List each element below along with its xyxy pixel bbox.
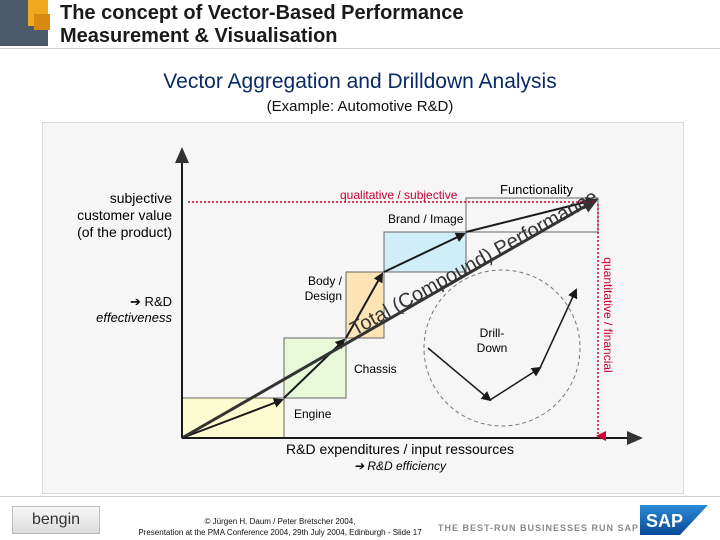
- body-design-line-2: Design: [304, 289, 342, 303]
- rd-effectiveness-line-1: ➔ R&D: [130, 294, 172, 309]
- copyright-line-1: © Jürgen H. Daum / Peter Bretscher 2004,: [204, 517, 356, 526]
- copyright-line-2: Presentation at the PMA Conference 2004,…: [138, 528, 422, 537]
- drill-down-line-1: Drill-: [479, 326, 505, 340]
- sap-logo-text: SAP: [646, 511, 683, 531]
- qualitative-label: qualitative / subjective: [340, 188, 458, 202]
- drill-sub-vector-2: [489, 366, 542, 401]
- header-accent-square-2: [34, 14, 50, 30]
- body-design-line-1: Body /: [307, 274, 342, 288]
- drill-down-label: Drill- Down: [470, 326, 514, 356]
- functionality-label: Functionality: [500, 182, 573, 197]
- subjective-label-line-2: customer value: [77, 207, 172, 223]
- page-title-line-2: Measurement & Visualisation: [60, 25, 338, 47]
- bengin-logo: bengin: [12, 506, 100, 534]
- subjective-label-line-1: subjective: [109, 190, 172, 206]
- engine-label: Engine: [294, 407, 332, 421]
- subjective-label-line-3: (of the product): [77, 224, 172, 240]
- quantitative-label: quantitative / financial: [601, 257, 615, 373]
- drill-down-circle: [423, 269, 581, 427]
- drill-sub-vector-1: [427, 347, 492, 402]
- brand-vector: [383, 232, 466, 273]
- drill-down-line-2: Down: [476, 341, 508, 355]
- sap-tagline: THE BEST-RUN BUSINESSES RUN SAP: [438, 523, 640, 533]
- engine-vector: [181, 398, 284, 439]
- chassis-label: Chassis: [354, 362, 397, 376]
- total-performance-vector: [181, 198, 599, 440]
- sap-logo: SAP: [640, 505, 708, 535]
- rd-effectiveness-line-2: effectiveness: [96, 310, 172, 325]
- body-design-label: Body / Design: [282, 274, 342, 304]
- rd-effectiveness-label: ➔ R&D effectiveness: [60, 294, 172, 326]
- rd-efficiency-label: ➔ R&D efficiency: [353, 459, 447, 473]
- x-axis-label: R&D expenditures / input ressources: [286, 441, 514, 457]
- page-title-line-1: The concept of Vector-Based Performance: [60, 2, 464, 24]
- slide-title: Vector Aggregation and Drilldown Analysi…: [163, 70, 557, 93]
- drill-sub-vector-3: [539, 288, 578, 369]
- page-title: The concept of Vector-Based Performance …: [60, 2, 660, 48]
- functionality-vector: [465, 197, 596, 233]
- header-divider: [0, 48, 720, 49]
- footer-divider: [0, 496, 720, 497]
- body-vector: [345, 272, 383, 339]
- subjective-value-label: subjective customer value (of the produc…: [50, 190, 172, 241]
- brand-image-label: Brand / Image: [388, 212, 464, 226]
- copyright-note: © Jürgen H. Daum / Peter Bretscher 2004,…: [120, 516, 440, 538]
- slide-subtitle: (Example: Automotive R&D): [266, 98, 454, 115]
